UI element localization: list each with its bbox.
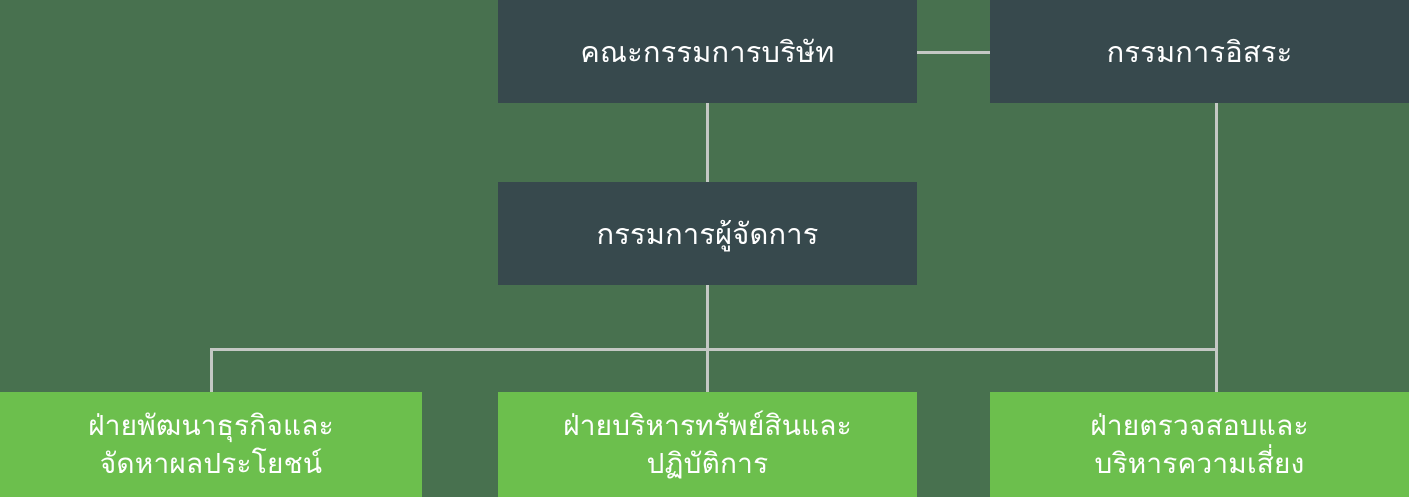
connector-drop-business-dept	[210, 348, 213, 392]
node-board-of-directors-label: คณะกรรมการบริษัท	[580, 36, 835, 69]
node-managing-director-label: กรรมการผู้จัดการ	[596, 218, 819, 251]
node-managing-director: กรรมการผู้จัดการ	[498, 182, 917, 285]
node-dept-asset-operations-line1: ฝ่ายบริหารทรัพย์สินและ	[563, 410, 852, 442]
node-dept-audit-risk-line2: บริหารความเสี่ยง	[1094, 447, 1305, 479]
connector-independent-to-audit-dept	[1215, 103, 1218, 392]
node-dept-business-development-line2: จัดหาผลประโยชน์	[99, 447, 323, 479]
node-dept-audit-risk-line1: ฝ่ายตรวจสอบและ	[1090, 410, 1309, 442]
connector-board-to-managing-director	[706, 103, 709, 182]
connector-distribution-horizontal	[210, 348, 1218, 351]
connector-drop-asset-dept	[706, 348, 709, 392]
node-dept-business-development: ฝ่ายพัฒนาธุรกิจและ จัดหาผลประโยชน์	[0, 392, 422, 497]
node-dept-audit-risk: ฝ่ายตรวจสอบและ บริหารความเสี่ยง	[990, 392, 1409, 497]
node-independent-directors: กรรมการอิสระ	[990, 0, 1409, 103]
node-dept-asset-operations-line2: ปฏิบัติการ	[646, 447, 769, 479]
node-board-of-directors: คณะกรรมการบริษัท	[498, 0, 917, 103]
node-dept-asset-operations: ฝ่ายบริหารทรัพย์สินและ ปฏิบัติการ	[498, 392, 917, 497]
connector-managing-director-to-distribution	[706, 285, 709, 348]
node-independent-directors-label: กรรมการอิสระ	[1106, 36, 1293, 69]
node-dept-business-development-line1: ฝ่ายพัฒนาธุรกิจและ	[88, 410, 334, 442]
connector-board-to-independent	[917, 51, 990, 54]
